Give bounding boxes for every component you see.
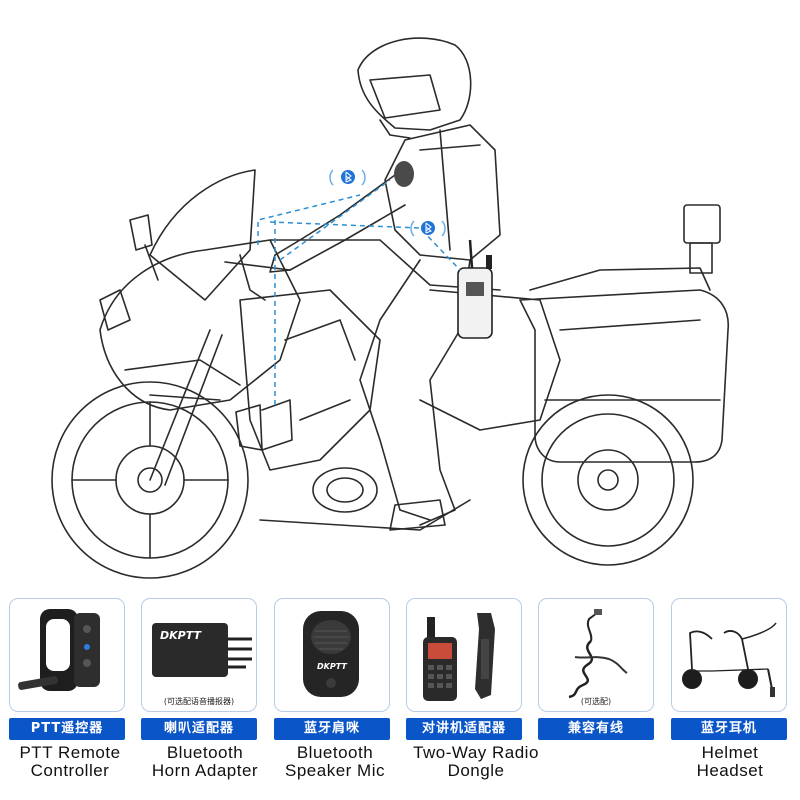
product-label-en-horn-adapter: Bluetooth Horn Adapter (135, 744, 275, 780)
label-line: Helmet (701, 743, 759, 762)
helmet-headset-icon (682, 622, 777, 697)
product-label-zh-ptt-remote: PTT遥控器 (9, 718, 125, 740)
motorcycle-rider-illustration (51, 37, 729, 579)
label-line: Bluetooth (296, 743, 374, 762)
brand-logo: DKPTT (160, 629, 202, 642)
product-label-en-ptt-remote: PTT Remote Controller (0, 744, 140, 780)
rear-body (419, 289, 561, 431)
rider-helmet (357, 37, 472, 139)
product-label-zh-horn-adapter: 喇叭适配器 (141, 718, 257, 740)
label-line: Horn Adapter (151, 761, 259, 780)
product-card-horn-adapter: DKPTT (可选配语音播报器) (141, 598, 257, 712)
speaker-mic-icon: DKPTT (303, 611, 359, 697)
product-label-zh-wired-cable: 兼容有线 (538, 718, 654, 740)
product-note: (可选配) (580, 697, 612, 706)
front-fairing (99, 239, 301, 411)
front-wheel (51, 381, 249, 579)
ptt-remote-icon (18, 609, 100, 691)
product-label-en-speaker-mic: Bluetooth Speaker Mic (265, 744, 405, 780)
link-line-mic (279, 179, 391, 261)
brand-logo: DKPTT (317, 662, 347, 671)
product-label-en-radio-dongle: Two-Way Radio Dongle (406, 744, 546, 780)
label-line: Two-Way Radio (413, 743, 539, 762)
product-label-zh-speaker-mic: 蓝牙肩咪 (274, 718, 390, 740)
belt-radio (457, 239, 493, 339)
product-label-en-helmet-headset: Helmet Headset (660, 744, 800, 780)
label-line: Headset (696, 761, 764, 780)
bluetooth-badge-2 (410, 220, 446, 237)
product-card-wired-cable: (可选配) (538, 598, 654, 712)
label-line: Speaker Mic (285, 761, 385, 780)
horn-adapter-icon: DKPTT (152, 623, 252, 677)
windshield (149, 169, 256, 301)
label-line: Dongle (447, 761, 505, 780)
product-note: (可选配语音播报器) (163, 697, 235, 706)
bluetooth-badge-1 (329, 169, 366, 186)
label-line: Controller (30, 761, 110, 780)
wired-cable-icon (568, 609, 628, 699)
product-card-radio-dongle (406, 598, 522, 712)
label-line: PTT Remote (19, 743, 121, 762)
product-label-zh-helmet-headset: 蓝牙耳机 (671, 718, 787, 740)
product-card-speaker-mic: DKPTT (274, 598, 390, 712)
rear-wheel (522, 394, 694, 566)
radio-dongle-icon (423, 613, 495, 701)
product-card-helmet-headset (671, 598, 787, 712)
product-card-ptt-remote (9, 598, 125, 712)
label-line: Bluetooth (166, 743, 244, 762)
shoulder-mic (394, 161, 414, 187)
pannier-case (519, 289, 729, 463)
link-line-ptt (257, 194, 361, 245)
product-label-zh-radio-dongle: 对讲机适配器 (406, 718, 522, 740)
